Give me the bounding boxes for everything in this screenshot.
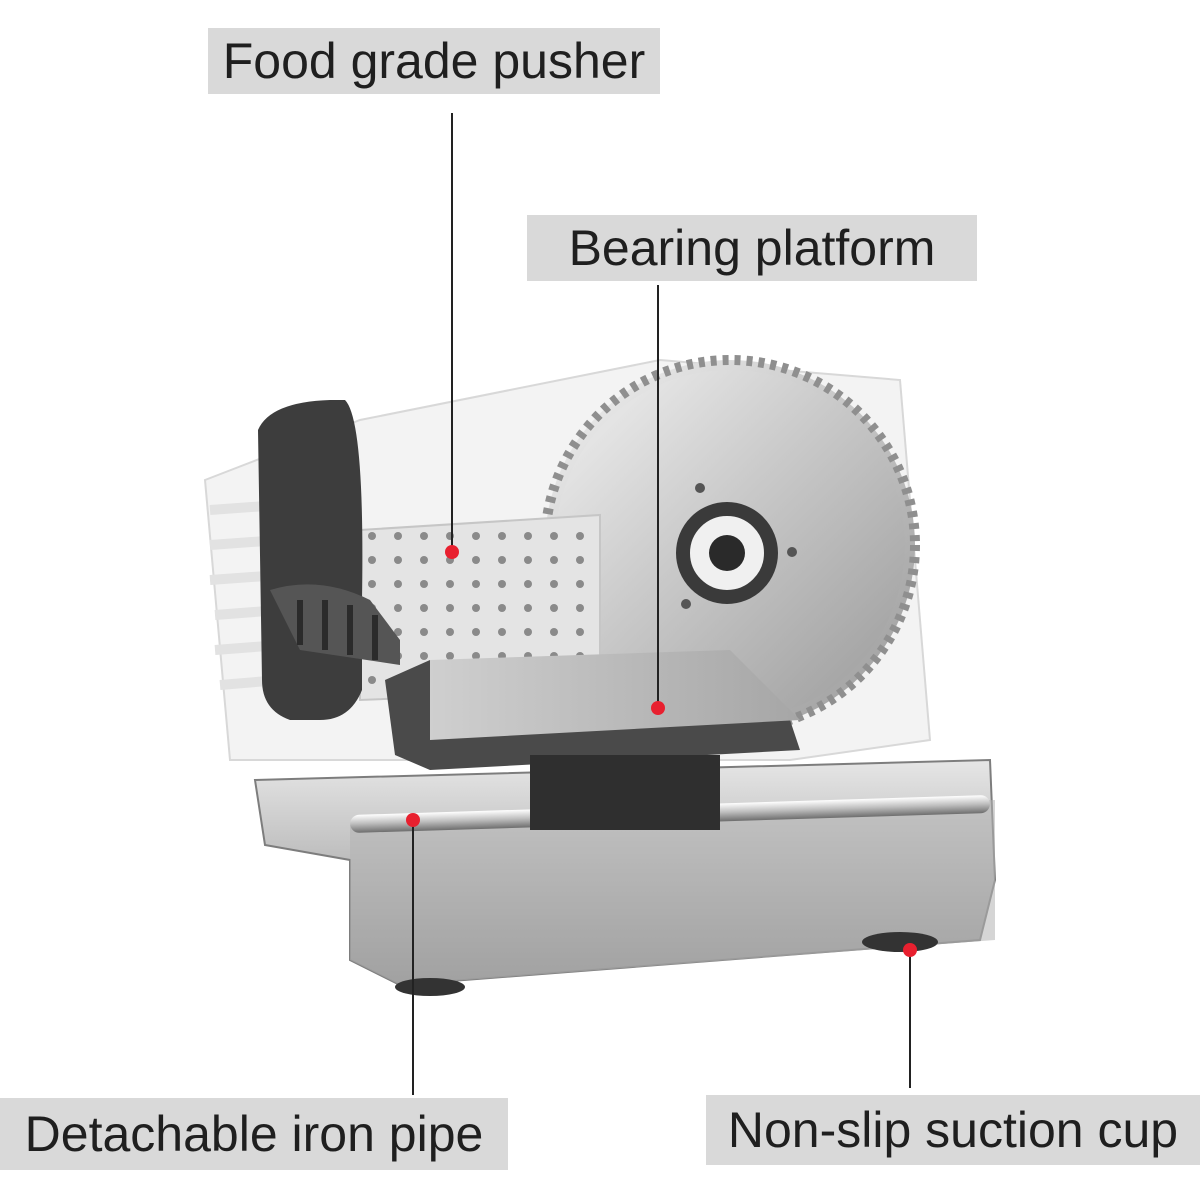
callout-food-grade-pusher: Food grade pusher bbox=[208, 28, 660, 94]
carriage-handle bbox=[258, 400, 400, 720]
callout-markers bbox=[406, 545, 917, 957]
marker-pusher bbox=[445, 545, 459, 559]
slicer-base bbox=[253, 755, 997, 987]
food-pusher bbox=[359, 513, 601, 702]
callout-non-slip-suction-cup: Non-slip suction cup bbox=[706, 1095, 1200, 1165]
bearing-platform bbox=[385, 650, 800, 770]
leader-lines bbox=[412, 113, 911, 1095]
marker-pipe bbox=[406, 813, 420, 827]
callout-bearing-platform: Bearing platform bbox=[527, 215, 977, 281]
marker-cup bbox=[903, 943, 917, 957]
callout-detachable-iron-pipe: Detachable iron pipe bbox=[0, 1098, 508, 1170]
marker-platform bbox=[651, 701, 665, 715]
